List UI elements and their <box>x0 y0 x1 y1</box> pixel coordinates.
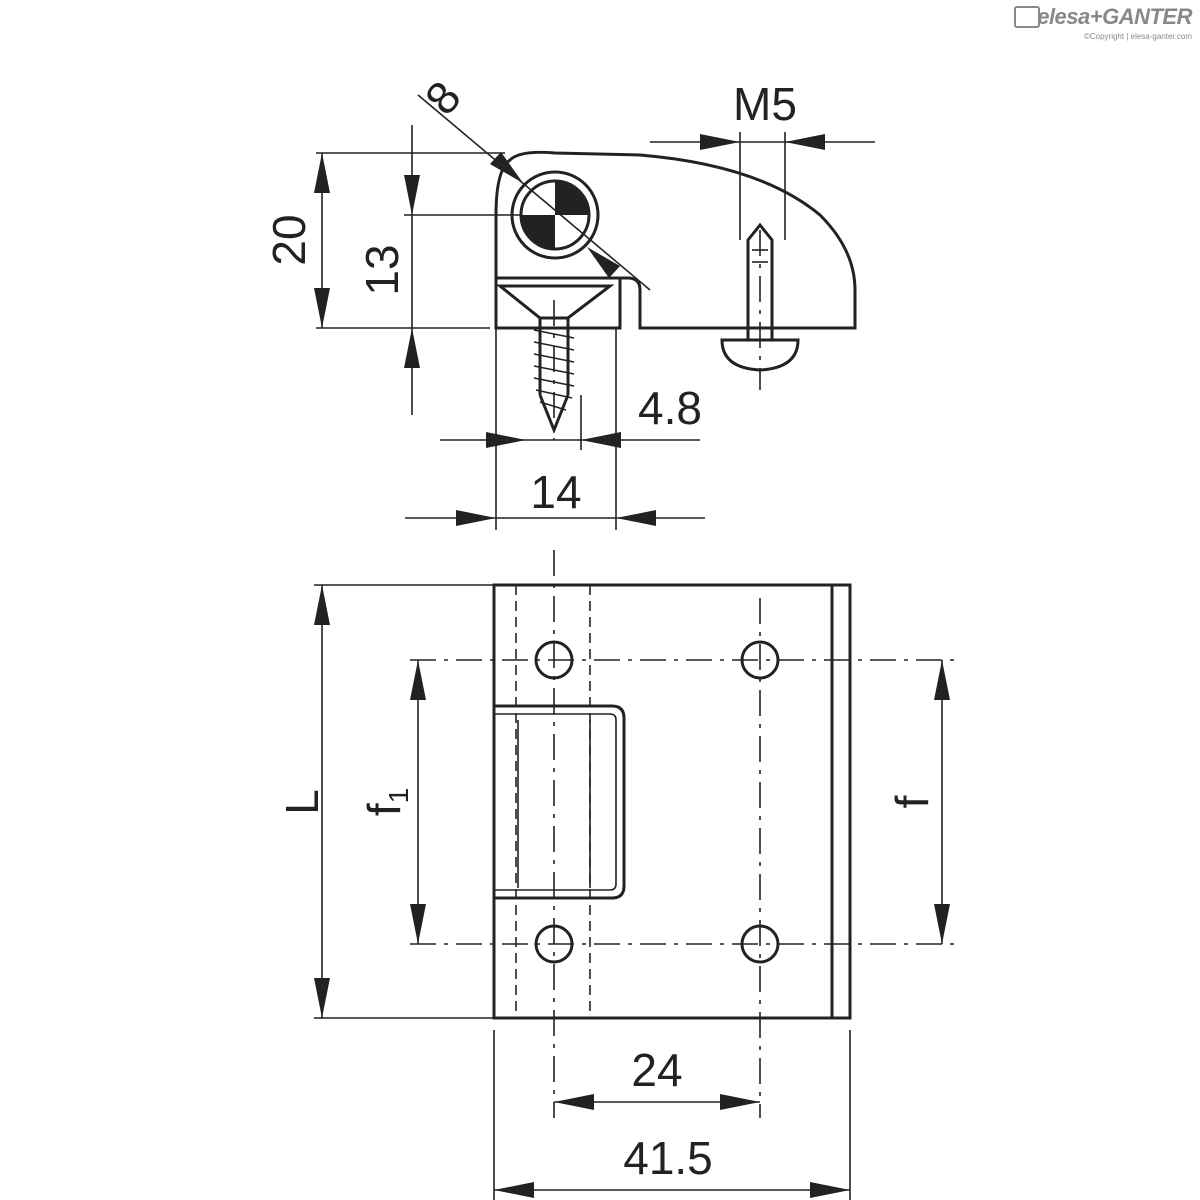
mounting-holes <box>534 640 780 964</box>
front-view: L f1 f 24 41.5 <box>276 550 955 1200</box>
dim-height-13: 13 <box>356 244 408 295</box>
dim-thread-m5: M5 <box>733 78 797 130</box>
section-view: 20 13 8 M5 4.8 14 <box>263 71 875 530</box>
brand-name: elesa+GANTER <box>1037 4 1192 29</box>
plate-outline <box>492 583 852 1020</box>
logo-mark-icon <box>1014 6 1040 28</box>
countersink-hole <box>495 284 615 320</box>
dim-offset-4-8: 4.8 <box>638 382 702 434</box>
m5-screw <box>720 222 800 390</box>
dim-height-20: 20 <box>263 214 315 265</box>
dim-f1: f1 <box>358 788 414 816</box>
base-plate <box>494 276 622 330</box>
slot-outline <box>494 704 626 900</box>
pin-symbol-icon <box>519 179 591 251</box>
dim-width-41-5: 41.5 <box>623 1132 713 1184</box>
dim-f: f <box>886 795 938 808</box>
wood-screw <box>533 300 575 440</box>
dim-width-14: 14 <box>530 466 581 518</box>
dim-spacing-24: 24 <box>631 1044 682 1096</box>
copyright-text: ©Copyright | elesa-ganter.com <box>1083 32 1192 41</box>
dim-length-l: L <box>276 789 328 815</box>
body-section <box>494 150 857 330</box>
